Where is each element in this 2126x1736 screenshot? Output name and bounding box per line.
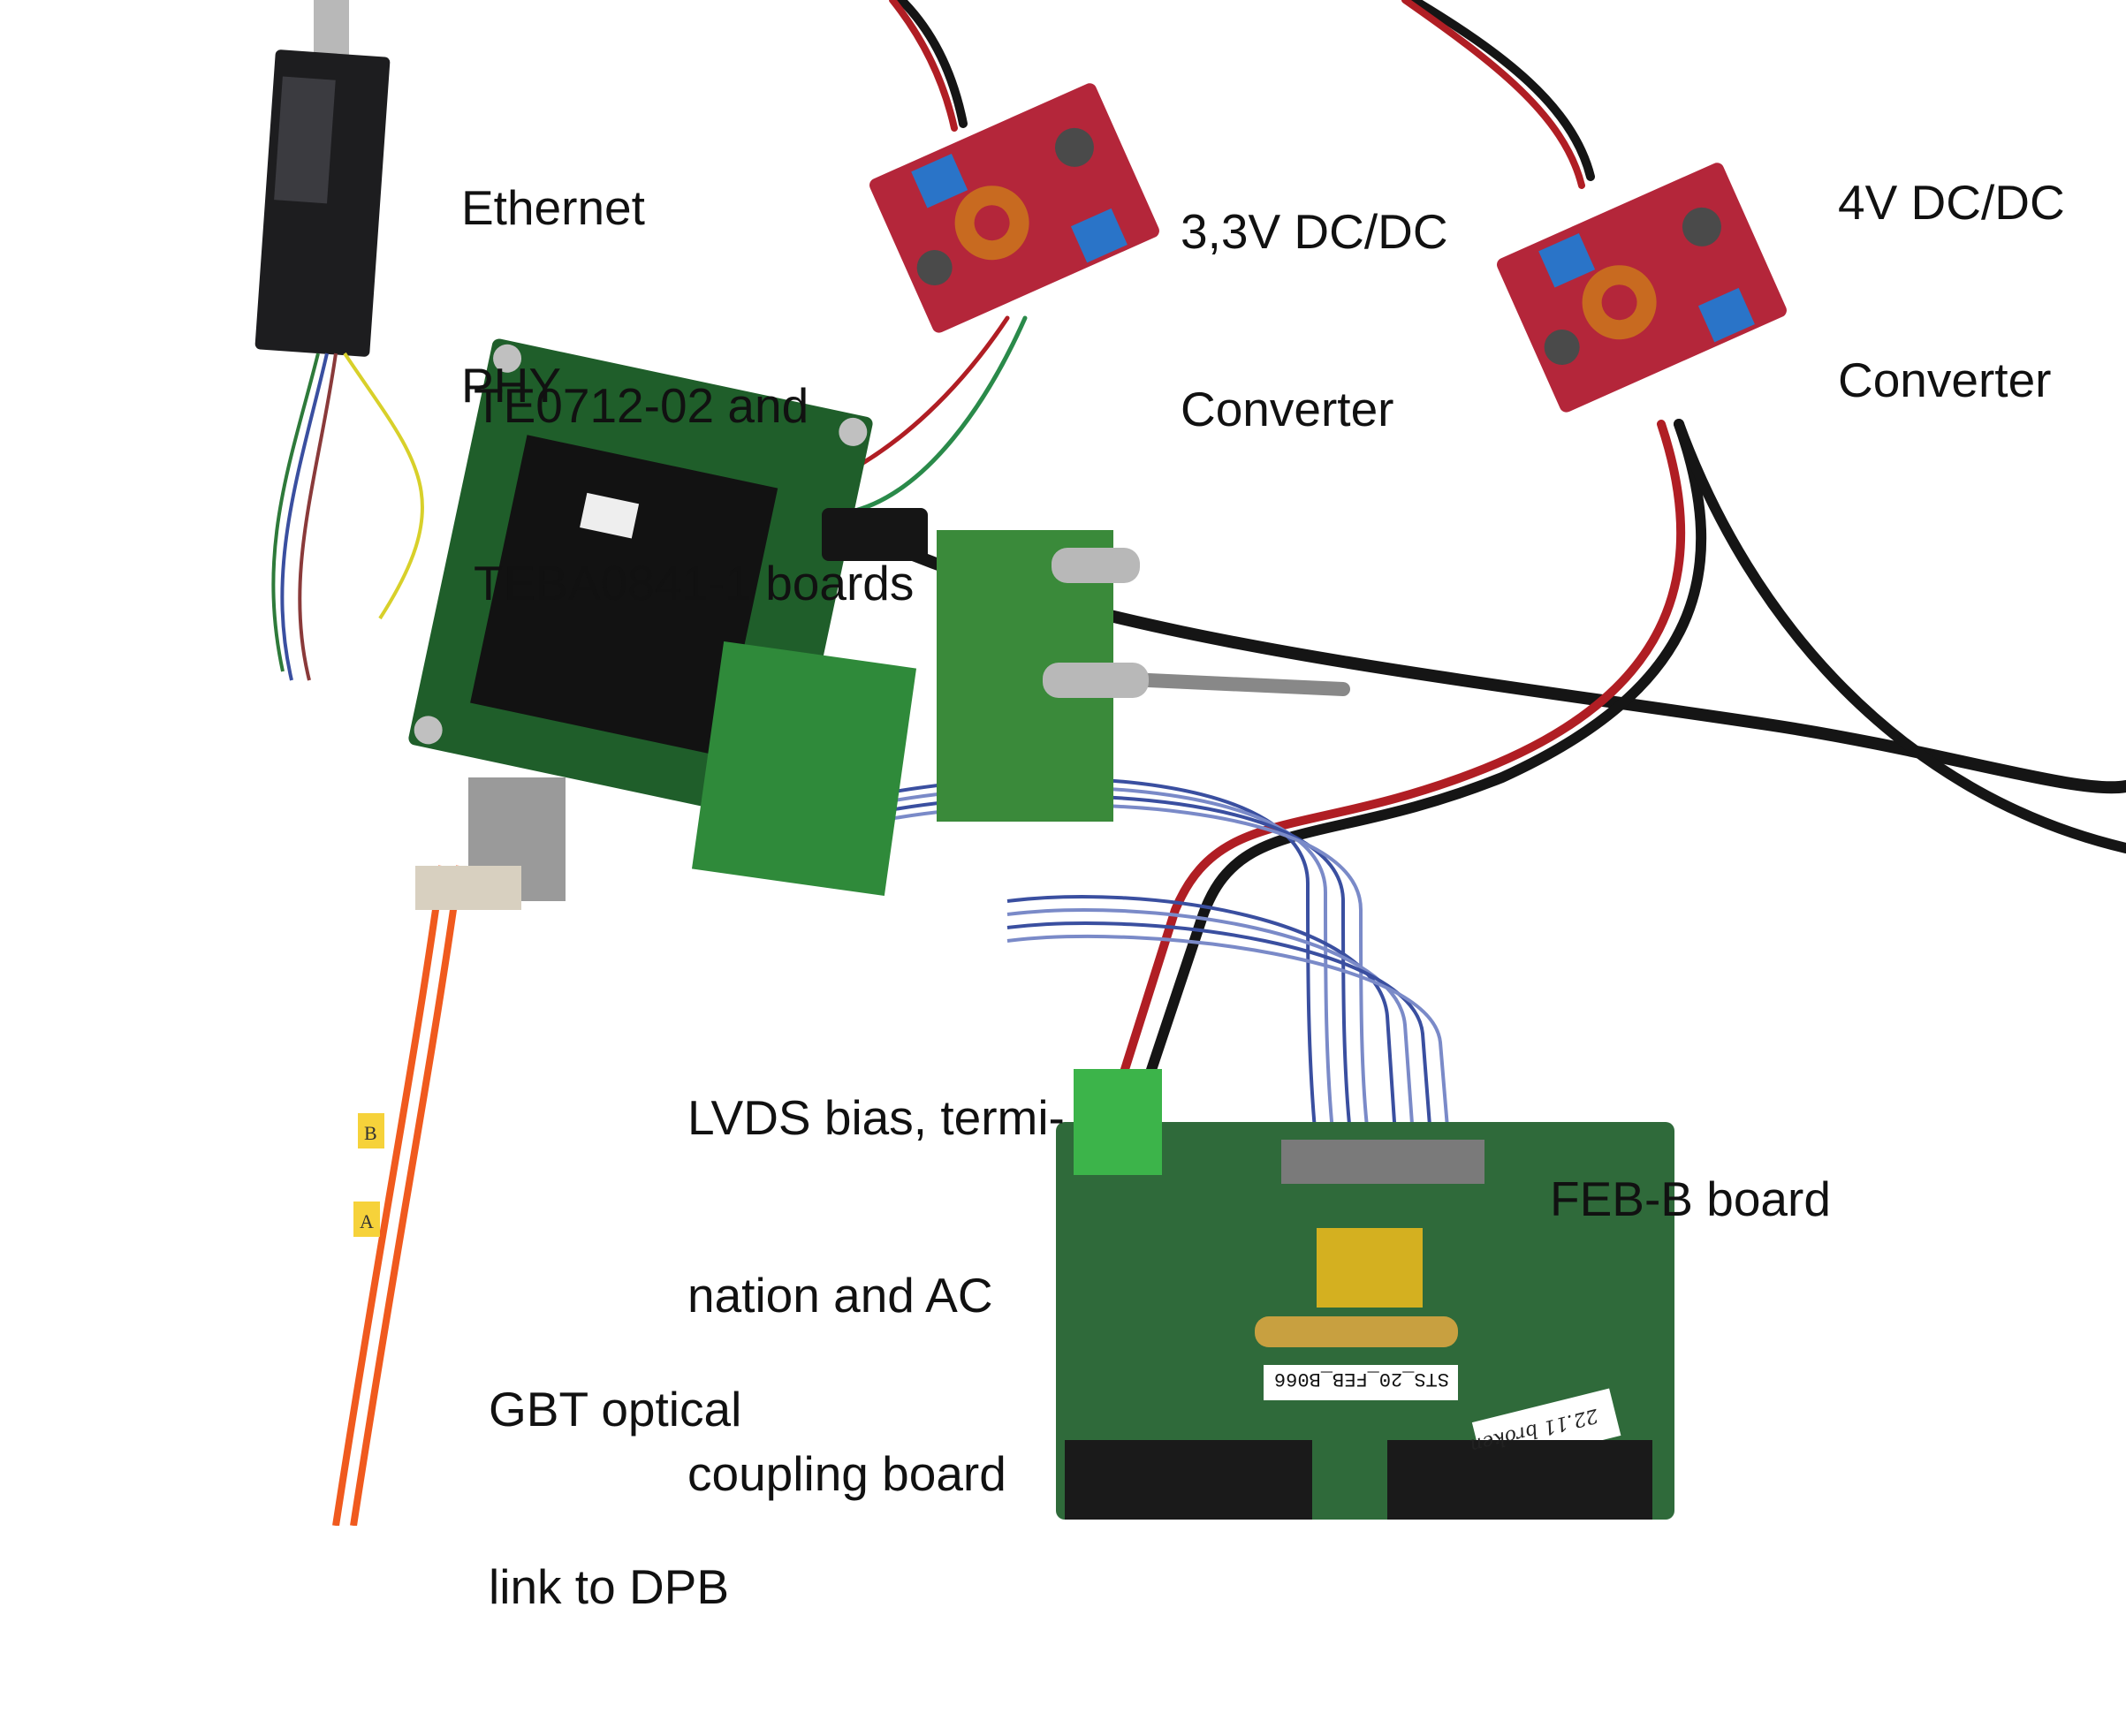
hardware-setup-photo: B A <box>254 0 2126 1615</box>
label-feb-b-board: FEB-B board <box>1550 1051 1831 1347</box>
fiber-tag-a-text: A <box>360 1210 374 1232</box>
label-lvds-board: LVDS bias, termi- nation and AC coupling… <box>687 970 1065 1622</box>
label-feb-line-1: FEB-B board <box>1550 1171 1831 1227</box>
optical-fiber <box>332 865 463 1526</box>
fiber-tag-a <box>353 1202 380 1237</box>
fiber-tag-b <box>358 1113 384 1148</box>
ethernet-phy-module <box>254 0 424 681</box>
perfboard-lower <box>691 641 917 897</box>
label-dcdc-3v3-line-2: Converter <box>1181 382 1394 437</box>
fiber-connector <box>415 866 521 910</box>
lvds-board <box>822 508 1149 822</box>
setup-illustration: B A <box>254 0 2126 1526</box>
label-lvds-line-3: coupling board <box>687 1445 1006 1501</box>
dcdc-4v-module <box>1496 163 1787 413</box>
label-gbt-optical-link: GBT optical link to DPB <box>489 1262 741 1736</box>
label-te0712-teba0841: TE0712-02 and TEBA0841-1 boards <box>474 258 914 732</box>
label-gbt-line-2: link to DPB <box>489 1559 730 1615</box>
label-te0712-line-2: TEBA0841-1 boards <box>474 556 915 611</box>
label-dcdc-4v: 4V DC/DC Converter <box>1838 55 2065 529</box>
label-ethernet-phy: Ethernet PHY <box>461 60 645 534</box>
dcdc-3v3-module <box>869 83 1159 333</box>
label-dcdc-4v-line-1: 4V DC/DC <box>1838 175 2065 231</box>
fiber-tag-b-text: B <box>364 1122 377 1144</box>
label-gbt-line-1: GBT optical <box>489 1382 742 1437</box>
label-ethernet-phy-line-2: PHY <box>461 358 562 413</box>
feb-label-text: STS_20_FEB_B066 <box>1274 1368 1449 1390</box>
label-lvds-line-2: nation and AC <box>687 1268 993 1323</box>
label-te0712-line-1: TE0712-02 and <box>474 378 809 434</box>
label-dcdc-3v3-line-1: 3,3V DC/DC <box>1181 204 1448 260</box>
label-dcdc-4v-line-2: Converter <box>1838 353 2052 408</box>
label-lvds-line-1: LVDS bias, termi- <box>687 1090 1065 1146</box>
label-dcdc-3v3: 3,3V DC/DC Converter <box>1181 84 1448 558</box>
label-ethernet-phy-line-1: Ethernet <box>461 180 645 236</box>
feb-b-board: STS_20_FEB_B066 22.11 broken <box>1056 1069 1674 1520</box>
